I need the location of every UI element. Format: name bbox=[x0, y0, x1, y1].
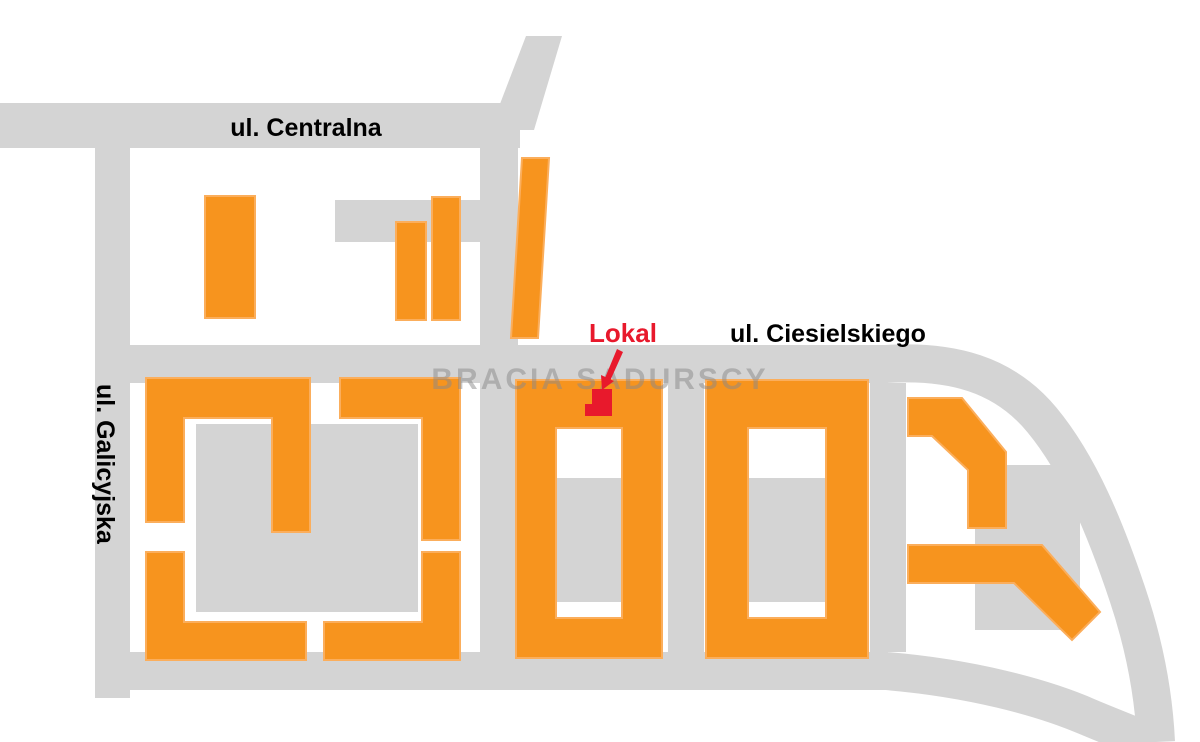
building-ring-east bbox=[705, 379, 869, 659]
road-galicyjska bbox=[95, 148, 130, 698]
road-centralna bbox=[0, 103, 520, 148]
road-connector-1 bbox=[668, 383, 704, 652]
road-ciesielskiego bbox=[128, 345, 888, 383]
building-bracket-ne bbox=[339, 377, 461, 541]
building bbox=[204, 195, 256, 319]
street-label-centralna: ul. Centralna bbox=[230, 114, 383, 142]
courtyard-east-block bbox=[748, 478, 826, 602]
lokal-arrow-head bbox=[601, 375, 614, 390]
road-connector-2 bbox=[870, 383, 906, 652]
lokal-arrow-shaft bbox=[605, 349, 623, 381]
street-label-ciesielskiego: ul. Ciesielskiego bbox=[730, 320, 926, 348]
courtyard-center-block bbox=[556, 478, 622, 602]
street-label-galicyjska: ul. Galicyjska bbox=[91, 384, 119, 545]
building-bracket-sw bbox=[145, 551, 307, 661]
building-chevron-upper bbox=[907, 397, 1007, 529]
road-diagonal-top bbox=[490, 36, 562, 130]
lokal-arrow bbox=[601, 349, 623, 390]
road-right-curve bbox=[884, 344, 1175, 742]
road-curves bbox=[884, 344, 1175, 742]
buildings bbox=[145, 157, 1102, 661]
road-bottom-right-curve bbox=[884, 652, 1157, 742]
building-ring-center bbox=[515, 379, 663, 659]
building-slanted bbox=[509, 157, 551, 339]
building bbox=[431, 196, 461, 321]
road-center-vertical bbox=[480, 148, 518, 688]
lokal-label: Lokal bbox=[589, 318, 657, 348]
building-bracket-se bbox=[323, 551, 461, 661]
lokal-marker bbox=[585, 389, 612, 416]
building-bracket-nw bbox=[145, 377, 311, 533]
building-chevron-lower bbox=[907, 544, 1102, 642]
building bbox=[395, 221, 427, 321]
